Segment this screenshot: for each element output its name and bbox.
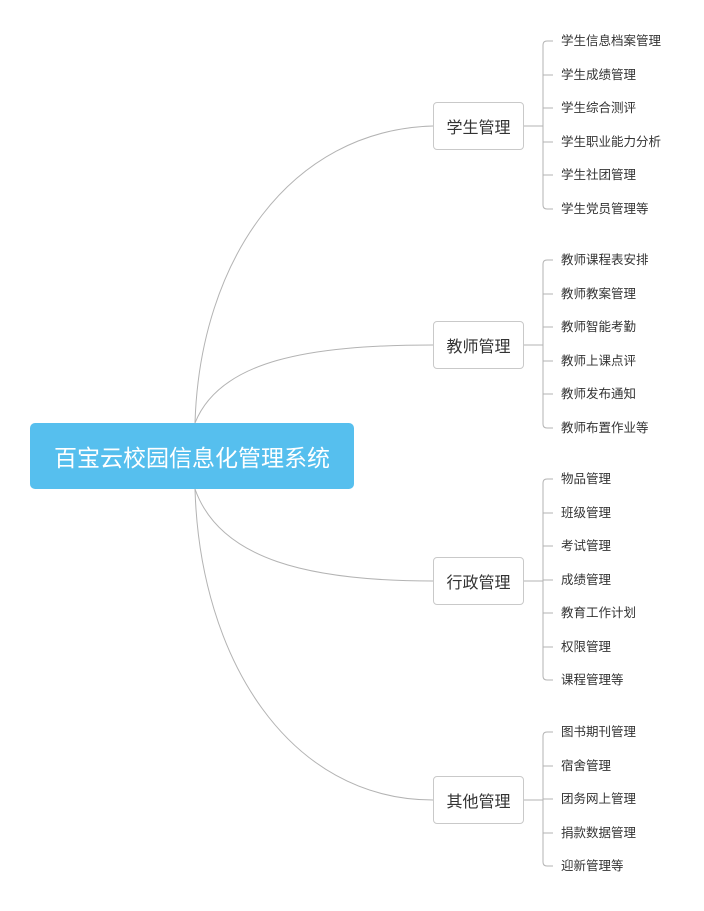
leaf-node[interactable]: 学生成绩管理 — [561, 67, 637, 82]
connector-root-branch — [194, 344, 434, 424]
root-node-label: 百宝云校园信息化管理系统 — [54, 446, 330, 472]
branch-label: 学生管理 — [446, 118, 511, 137]
leaf-node[interactable]: 教师课程表安排 — [561, 252, 649, 267]
leaf-node[interactable]: 教育工作计划 — [561, 605, 637, 620]
leaf-node[interactable]: 教师发布通知 — [561, 386, 637, 401]
connector-root-branch — [194, 125, 434, 424]
leaf-node[interactable]: 学生社团管理 — [561, 167, 637, 182]
leaf-node[interactable]: 团务网上管理 — [561, 791, 637, 806]
leaf-node[interactable]: 教师教案管理 — [561, 286, 637, 301]
leaf-node[interactable]: 物品管理 — [561, 471, 612, 486]
connector-bracket — [542, 259, 553, 429]
leaf-node[interactable]: 学生职业能力分析 — [561, 134, 662, 149]
branch-label: 其他管理 — [446, 792, 511, 811]
leaf-node[interactable]: 宿舍管理 — [561, 758, 612, 773]
leaf-node[interactable]: 课程管理等 — [561, 672, 624, 687]
branch-label: 行政管理 — [446, 573, 511, 592]
branch-node-student[interactable]: 学生管理 — [433, 102, 524, 150]
leaf-node[interactable]: 班级管理 — [561, 505, 612, 520]
branch-node-other[interactable]: 其他管理 — [433, 776, 524, 824]
branch-label: 教师管理 — [446, 337, 511, 356]
leaf-node[interactable]: 学生综合测评 — [561, 100, 637, 115]
leaf-node[interactable]: 迎新管理等 — [561, 858, 624, 873]
connector-root-branch — [194, 488, 434, 582]
leaf-node[interactable]: 教师上课点评 — [561, 353, 637, 368]
connector-root-branch — [194, 488, 434, 801]
leaf-node[interactable]: 考试管理 — [561, 538, 612, 553]
leaf-node[interactable]: 捐款数据管理 — [561, 825, 637, 840]
leaf-node[interactable]: 权限管理 — [561, 639, 612, 654]
leaf-node[interactable]: 图书期刊管理 — [561, 724, 637, 739]
leaf-node[interactable]: 学生信息档案管理 — [561, 33, 662, 48]
branch-node-teacher[interactable]: 教师管理 — [433, 321, 524, 369]
branch-node-admin[interactable]: 行政管理 — [433, 557, 524, 605]
leaf-node[interactable]: 教师布置作业等 — [561, 420, 649, 435]
root-node[interactable]: 百宝云校园信息化管理系统 — [30, 423, 354, 489]
leaf-node[interactable]: 成绩管理 — [561, 572, 612, 587]
connector-bracket — [542, 40, 553, 210]
leaf-node[interactable]: 教师智能考勤 — [561, 319, 637, 334]
leaf-node[interactable]: 学生党员管理等 — [561, 201, 649, 216]
